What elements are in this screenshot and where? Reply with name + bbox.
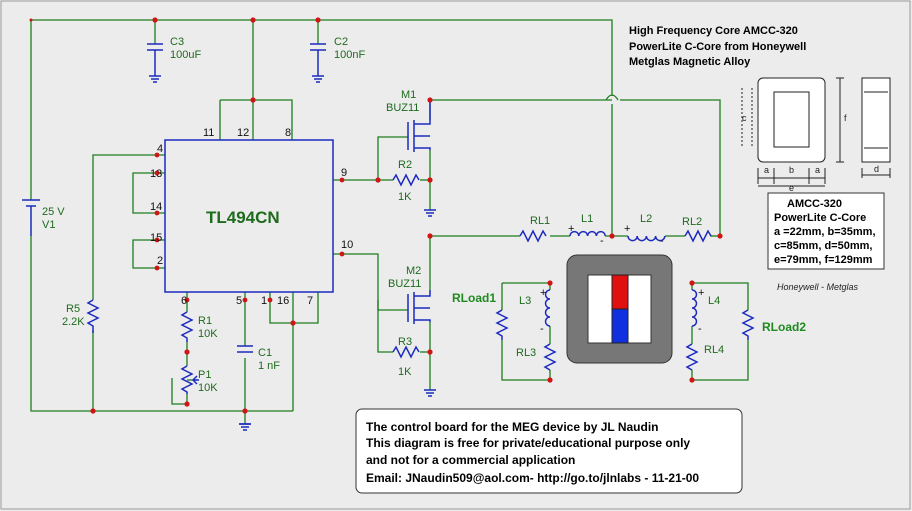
svg-text:High Frequency Core AMCC-320: High Frequency Core AMCC-320 (629, 25, 798, 37)
svg-text:d: d (874, 164, 879, 174)
svg-text:100nF: 100nF (334, 49, 365, 61)
svg-text:e=79mm, f=129mm: e=79mm, f=129mm (774, 254, 873, 266)
svg-text:PowerLite C-Core from Honeyw: PowerLite C-Core from Honeywell (629, 41, 806, 53)
svg-text:+: + (568, 223, 574, 235)
svg-text:RL3: RL3 (516, 347, 536, 359)
svg-text:V1: V1 (42, 219, 55, 231)
svg-text:9: 9 (341, 167, 347, 179)
svg-text:12: 12 (237, 127, 249, 139)
svg-text:M2: M2 (406, 265, 421, 277)
svg-text:10: 10 (341, 239, 353, 251)
svg-text:8: 8 (285, 127, 291, 139)
svg-text:6: 6 (181, 295, 187, 307)
junction-dots (29, 17, 723, 414)
svg-text:13: 13 (150, 168, 162, 180)
core-dimension-drawing (741, 77, 891, 187)
polarity-marks: + - + - + - + - (540, 223, 704, 335)
svg-text:2: 2 (157, 255, 163, 267)
svg-text:The control board for the MEG: The control board for the MEG device by … (366, 420, 658, 434)
core-info-text: High Frequency Core AMCC-320 PowerLite C… (629, 25, 806, 68)
svg-text:1 nF: 1 nF (258, 360, 280, 372)
svg-text:-: - (698, 323, 702, 335)
svg-text:14: 14 (150, 201, 162, 213)
svg-text:BUZ11: BUZ11 (386, 102, 419, 114)
svg-text:L2: L2 (640, 213, 652, 225)
magnet-north (611, 274, 629, 310)
svg-text:L4: L4 (708, 295, 720, 307)
svg-text:4: 4 (157, 143, 163, 155)
svg-text:C2: C2 (334, 36, 348, 48)
spec-box-text: AMCC-320 PowerLite C-Core a =22mm, b=35m… (774, 198, 876, 266)
wires (30, 19, 749, 424)
svg-text:R2: R2 (398, 159, 412, 171)
svg-text:a: a (764, 165, 769, 175)
svg-text:RL1: RL1 (530, 215, 550, 227)
svg-text:c=85mm, d=50mm,: c=85mm, d=50mm, (774, 240, 872, 252)
svg-text:RL2: RL2 (682, 216, 702, 228)
svg-text:100uF: 100uF (170, 49, 201, 61)
credits-box (355, 408, 743, 494)
svg-text:Metglas Magnetic Alloy: Metglas Magnetic Alloy (629, 56, 751, 68)
svg-text:PowerLite C-Core: PowerLite C-Core (774, 212, 866, 224)
ic-name: TL494CN (206, 208, 280, 227)
svg-text:b: b (789, 165, 794, 175)
svg-text:f: f (844, 113, 847, 123)
svg-text:1K: 1K (398, 191, 412, 203)
svg-text:This diagram is free for priva: This diagram is free for private/educati… (366, 436, 690, 450)
svg-text:16: 16 (277, 295, 289, 307)
rload1-label: RLoad1 (452, 291, 496, 305)
svg-text:-: - (660, 235, 664, 247)
svg-text:1K: 1K (398, 366, 412, 378)
svg-text:-: - (600, 235, 604, 247)
svg-text:5: 5 (236, 295, 242, 307)
credits-text: The control board for the MEG device by … (366, 420, 699, 485)
svg-text:e: e (789, 183, 794, 193)
svg-text:+: + (624, 223, 630, 235)
svg-text:P1: P1 (198, 369, 211, 381)
spec-caption: Honeywell - Metglas (777, 282, 859, 292)
components-graphics (22, 43, 755, 431)
spec-box (767, 192, 885, 270)
svg-text:15: 15 (150, 232, 162, 244)
svg-text:C3: C3 (170, 36, 184, 48)
svg-text:10K: 10K (198, 382, 218, 394)
svg-text:L1: L1 (581, 213, 593, 225)
svg-text:+: + (698, 287, 704, 299)
svg-text:AMCC-320: AMCC-320 (787, 198, 842, 210)
svg-text:RL4: RL4 (704, 344, 724, 356)
svg-text:R5: R5 (66, 303, 80, 315)
svg-text:1: 1 (261, 295, 267, 307)
magnet-south (611, 308, 629, 344)
svg-text:a: a (815, 165, 820, 175)
svg-text:Email: JNaudin509@aol.com- htt: Email: JNaudin509@aol.com- http://go.to/… (366, 471, 699, 485)
svg-text:L3: L3 (519, 295, 531, 307)
svg-text:25 V: 25 V (42, 206, 65, 218)
svg-text:-: - (540, 323, 544, 335)
svg-text:and not for a commercial appli: and not for a commercial application (366, 453, 575, 467)
svg-text:R1: R1 (198, 315, 212, 327)
svg-text:C1: C1 (258, 347, 272, 359)
svg-text:2.2K: 2.2K (62, 316, 85, 328)
svg-text:BUZ11: BUZ11 (388, 278, 421, 290)
svg-text:a =22mm, b=35mm,: a =22mm, b=35mm, (774, 226, 876, 238)
component-labels: C3 100uF C2 100nF 25 V V1 R5 2.2K R1 10K… (42, 36, 724, 394)
svg-text:11: 11 (203, 127, 214, 139)
svg-text:+: + (540, 287, 546, 299)
ic-pin-numbers: 11 12 8 4 13 14 15 2 9 10 6 5 1 16 7 (150, 127, 353, 307)
svg-text:10K: 10K (198, 328, 218, 340)
wire-crossover (605, 94, 619, 101)
rload2-label: RLoad2 (762, 320, 806, 334)
svg-text:M1: M1 (401, 89, 416, 101)
ic-body (164, 139, 334, 293)
core-dimension-labels: c a b a e f d (742, 113, 879, 193)
svg-text:R3: R3 (398, 336, 412, 348)
svg-text:c: c (742, 113, 747, 123)
svg-text:7: 7 (307, 295, 313, 307)
